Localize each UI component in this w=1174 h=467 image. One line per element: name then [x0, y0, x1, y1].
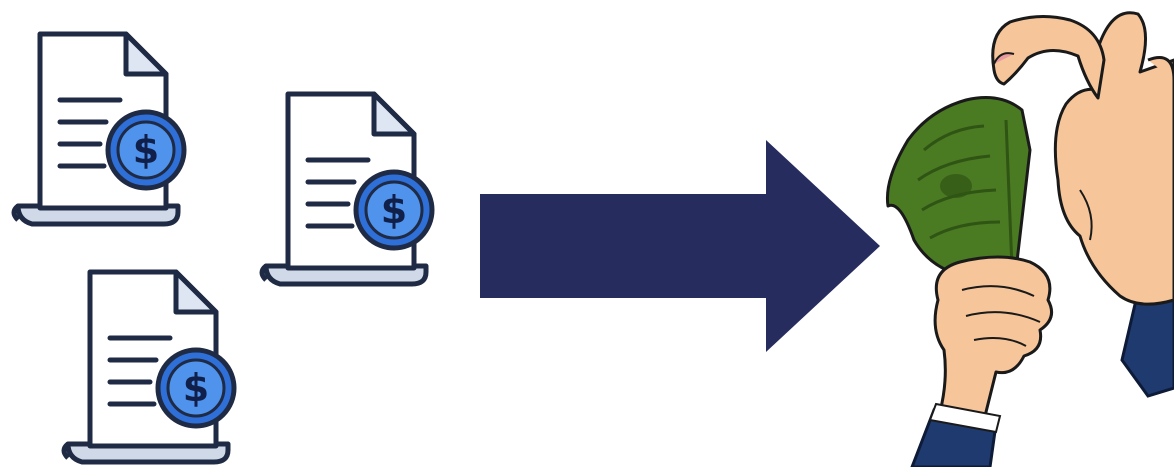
pinch-fingers — [991, 15, 1106, 100]
hand-right — [1053, 11, 1174, 306]
dollar-sign: $ — [133, 128, 159, 172]
dollar-sign: $ — [183, 366, 209, 410]
dollar-sign: $ — [381, 188, 407, 232]
cuff-left — [928, 402, 1002, 434]
invoice-icon-3: $ — [64, 272, 234, 462]
hands-with-banknotes-icon — [885, 11, 1174, 467]
right-arrow-icon — [480, 140, 880, 352]
invoice-icon-2: $ — [262, 94, 432, 284]
invoice-icon-1: $ — [14, 34, 184, 224]
